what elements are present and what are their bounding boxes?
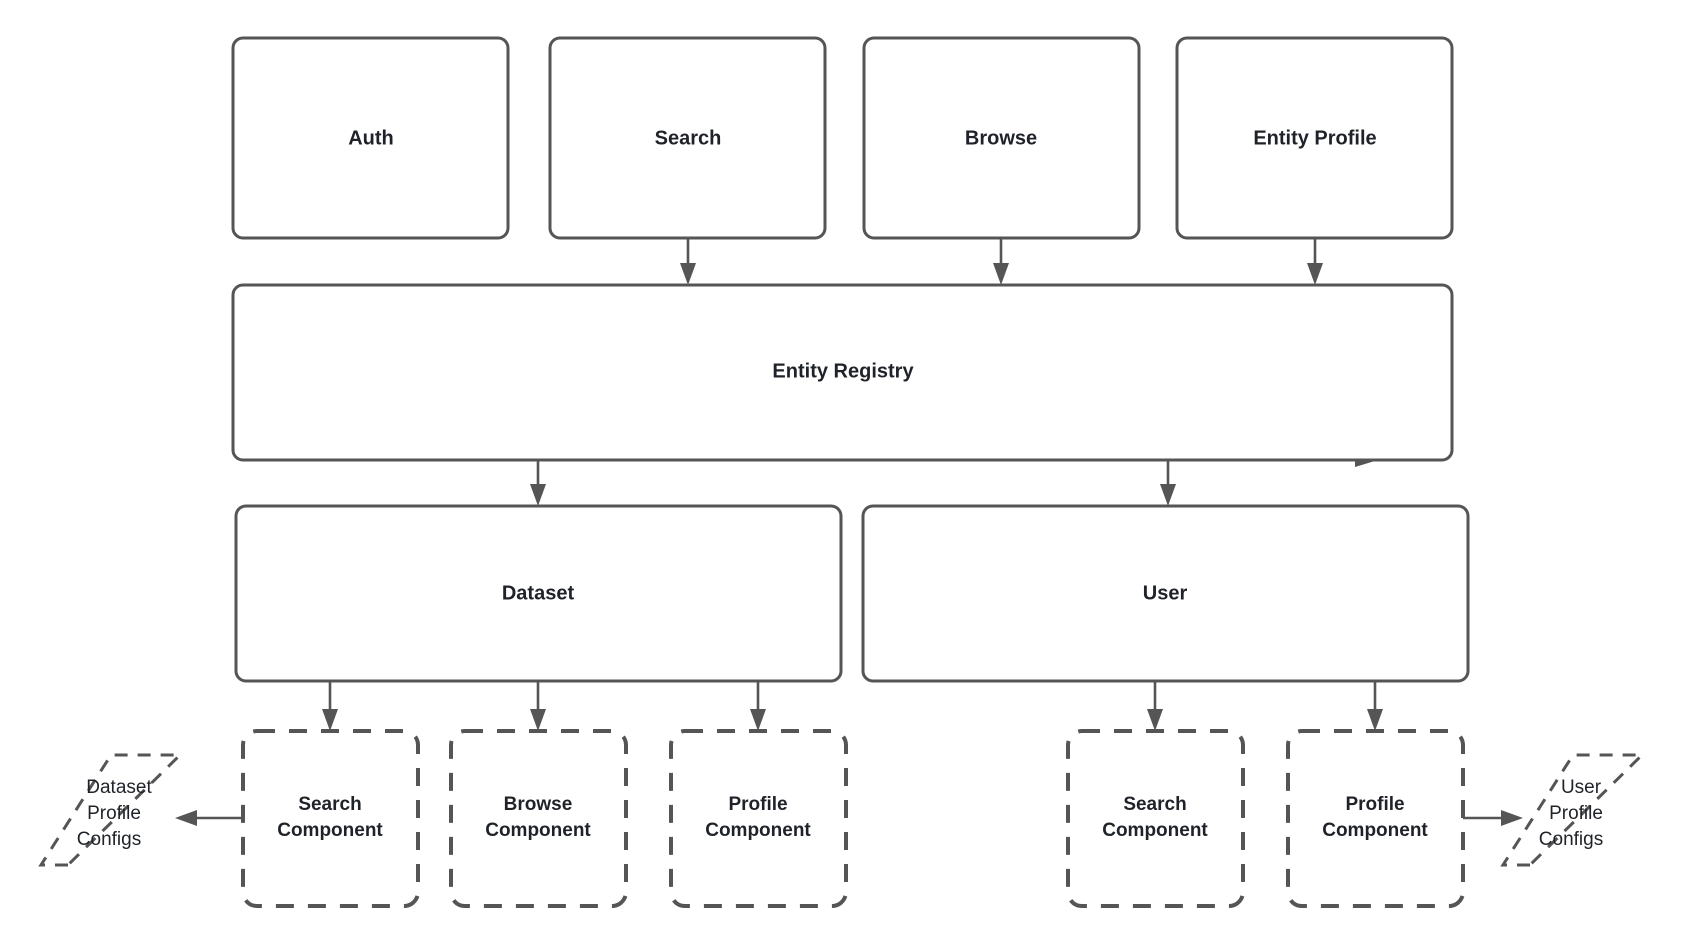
user-search-component-label-line1: Search: [1123, 794, 1186, 815]
user-search-component-label-line2: Component: [1102, 820, 1208, 841]
dataset-search-component-box[interactable]: [241, 729, 420, 908]
user-profile-component-box[interactable]: [1286, 729, 1465, 908]
user-profile-configs-shape[interactable]: [1500, 753, 1646, 867]
node-dataset-browse-component[interactable]: Browse Component: [449, 729, 628, 908]
edge-dataset-to-search-component: [322, 681, 338, 731]
node-browse[interactable]: Browse: [862, 36, 1141, 240]
search-box[interactable]: [548, 36, 827, 240]
user-profile-component-label-line2: Component: [1322, 820, 1428, 841]
user-label: User: [1143, 582, 1188, 604]
edge-user-to-profile-component: [1367, 681, 1383, 731]
dataset-profile-configs-label-line3: Configs: [77, 829, 141, 850]
node-user-profile-component[interactable]: Profile Component: [1286, 729, 1465, 908]
dataset-label: Dataset: [502, 582, 575, 604]
edge-search-component-to-dataset-profile-configs: [175, 810, 243, 826]
dataset-profile-configs-shape[interactable]: [38, 753, 184, 867]
dataset-profile-component-box[interactable]: [669, 729, 848, 908]
node-entity-profile[interactable]: Entity Profile: [1175, 36, 1454, 240]
node-dataset-profile-component[interactable]: Profile Component: [669, 729, 848, 908]
user-search-component-box[interactable]: [1066, 729, 1245, 908]
auth-box[interactable]: [231, 36, 510, 240]
user-box[interactable]: [861, 504, 1470, 683]
edge-entity-profile-to-entity-registry: [1307, 238, 1323, 285]
browse-box[interactable]: [862, 36, 1141, 240]
node-dataset-search-component[interactable]: Search Component: [241, 729, 420, 908]
edge-entity-registry-to-dataset: [530, 460, 546, 506]
entity-profile-label: Entity Profile: [1253, 127, 1376, 149]
edge-search-to-entity-registry: [680, 238, 696, 285]
entity-profile-box[interactable]: [1175, 36, 1454, 240]
node-entity-registry[interactable]: Entity Registry: [231, 283, 1454, 462]
edge-user-to-search-component: [1147, 681, 1163, 731]
entity-registry-box[interactable]: [231, 283, 1454, 462]
dataset-profile-configs-label-line1: Dataset: [86, 777, 152, 798]
search-label: Search: [655, 127, 722, 149]
dataset-box[interactable]: [234, 504, 843, 683]
edge-browse-to-entity-registry: [993, 238, 1009, 285]
dataset-browse-component-label-line1: Browse: [504, 794, 573, 815]
node-user-search-component[interactable]: Search Component: [1066, 729, 1245, 908]
browse-label: Browse: [965, 127, 1037, 149]
user-profile-configs-label-line2: Profile: [1549, 803, 1603, 824]
node-dataset[interactable]: Dataset: [234, 504, 843, 683]
node-search[interactable]: Search: [548, 36, 827, 240]
dataset-browse-component-box[interactable]: [449, 729, 628, 908]
user-profile-component-label-line1: Profile: [1345, 794, 1404, 815]
edge-dataset-to-browse-component: [530, 681, 546, 731]
dataset-profile-component-label-line2: Component: [705, 820, 811, 841]
dataset-profile-component-label-line1: Profile: [728, 794, 787, 815]
edge-entity-registry-to-user: [1160, 460, 1176, 506]
dataset-browse-component-label-line2: Component: [485, 820, 591, 841]
dataset-profile-configs-label-line2: Profile: [87, 803, 141, 824]
user-profile-configs-label-line3: Configs: [1539, 829, 1603, 850]
user-profile-configs-label-line1: User: [1561, 777, 1602, 798]
node-user-profile-configs[interactable]: User Profile Configs: [1500, 753, 1646, 867]
node-dataset-profile-configs[interactable]: Dataset Profile Configs: [38, 753, 184, 867]
auth-label: Auth: [348, 127, 394, 149]
entity-registry-label: Entity Registry: [772, 360, 914, 382]
edge-dataset-to-profile-component: [750, 681, 766, 731]
node-user[interactable]: User: [861, 504, 1470, 683]
node-auth[interactable]: Auth: [231, 36, 510, 240]
dataset-search-component-label-line1: Search: [298, 794, 361, 815]
dataset-search-component-label-line2: Component: [277, 820, 383, 841]
